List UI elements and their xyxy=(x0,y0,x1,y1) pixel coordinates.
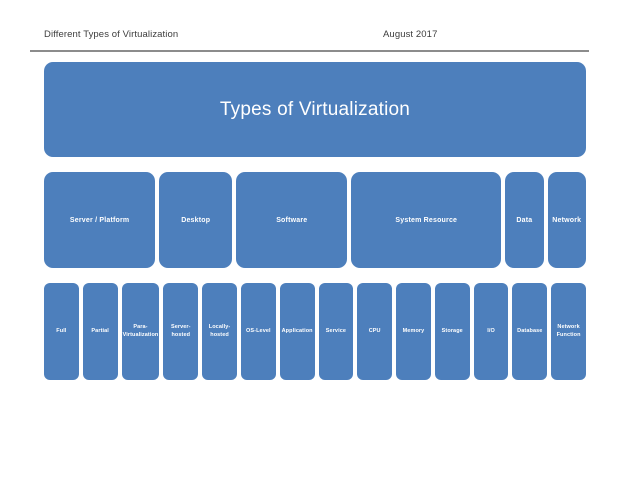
category-server-platform: Server / Platform xyxy=(44,172,156,268)
category-network: Network xyxy=(547,172,586,268)
slide-header-title: Different Types of Virtualization xyxy=(44,29,179,40)
category-row: Server / Platform Desktop Software Syste… xyxy=(44,172,586,268)
virtualization-diagram: Types of Virtualization Server / Platfor… xyxy=(44,62,586,380)
category-software: Software xyxy=(236,172,348,268)
subtype-full: Full xyxy=(44,283,79,380)
subtype-partial: Partial xyxy=(82,283,118,380)
subtype-locally-hosted: Locally-hosted xyxy=(202,283,237,380)
subtype-os-level: OS-Level xyxy=(240,283,276,380)
subtype-server-hosted: Server-hosted xyxy=(163,283,199,380)
subtype-service: Service xyxy=(318,283,354,380)
subtype-application: Application xyxy=(279,283,315,380)
root-node-types-of-virtualization: Types of Virtualization xyxy=(44,62,586,157)
subtype-storage: Storage xyxy=(434,283,470,380)
category-system-resource: System Resource xyxy=(351,172,502,268)
subtype-memory: Memory xyxy=(396,283,431,380)
subtype-para-virtualization: Para-Virtualization xyxy=(121,283,160,380)
subtype-io: I/O xyxy=(473,283,509,380)
subtype-cpu: CPU xyxy=(357,283,393,380)
subtype-database: Database xyxy=(512,283,548,380)
category-desktop: Desktop xyxy=(159,172,233,268)
category-data: Data xyxy=(505,172,544,268)
slide-header-date: August 2017 xyxy=(383,29,438,40)
subtype-row: Full Partial Para-Virtualization Server-… xyxy=(44,283,586,380)
header-divider-line xyxy=(30,50,589,52)
subtype-network-function: Network Function xyxy=(551,283,586,380)
